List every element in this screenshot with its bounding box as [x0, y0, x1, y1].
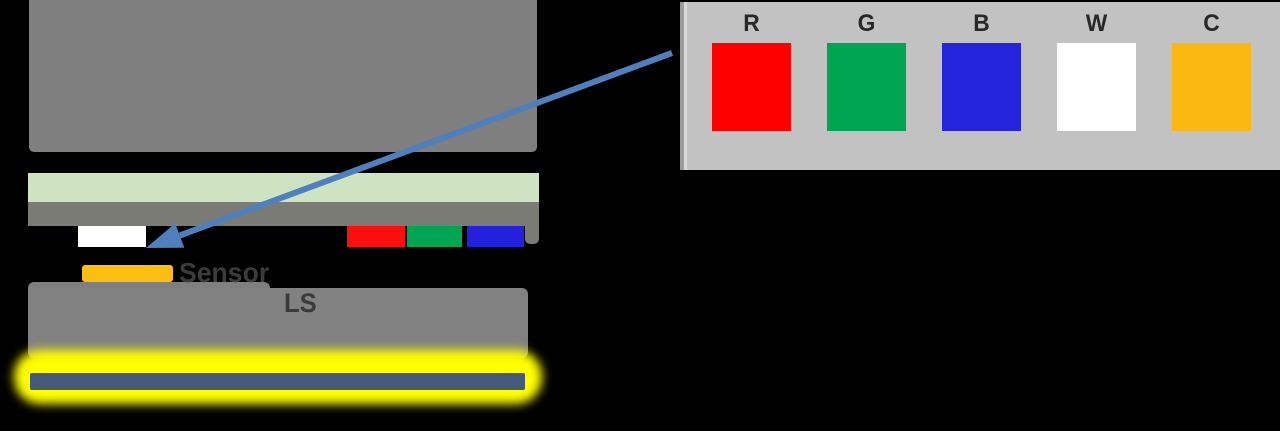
legend-label-w: W: [1085, 10, 1108, 37]
tft-gray-layer: [28, 202, 539, 226]
backlight-green-layer: [28, 173, 539, 202]
red-filter-segment: [347, 226, 405, 247]
light-source-label: LS: [284, 288, 317, 318]
legend-label-c: C: [1203, 10, 1220, 37]
color-filter-row: [27, 226, 524, 247]
sensor-label: Sensor: [179, 257, 270, 288]
legend-item-b: B: [942, 10, 1021, 131]
legend-item-w: W: [1057, 10, 1136, 131]
legend-item-c: C: [1172, 10, 1251, 131]
white-aperture-segment: [78, 226, 146, 247]
sensor-bar: [82, 265, 173, 282]
legend-item-g: G: [827, 10, 906, 131]
legend-label-b: B: [973, 10, 990, 37]
legend-swatch-g: [827, 43, 906, 131]
legend-item-r: R: [712, 10, 791, 131]
legend-label-g: G: [857, 10, 876, 37]
blue-filter-segment: [467, 226, 524, 247]
light-source-block: [28, 288, 528, 358]
display-panel-block: [29, 0, 537, 152]
green-filter-segment: [407, 226, 462, 247]
lightguide-navy-bar: [30, 373, 525, 390]
legend-swatch-b: [942, 43, 1021, 131]
legend-swatch-w: [1057, 43, 1136, 131]
legend-label-r: R: [743, 10, 760, 37]
tft-gray-layer-right-lip: [525, 202, 539, 244]
legend-swatch-r: [712, 43, 791, 131]
legend-swatch-c: [1172, 43, 1251, 131]
